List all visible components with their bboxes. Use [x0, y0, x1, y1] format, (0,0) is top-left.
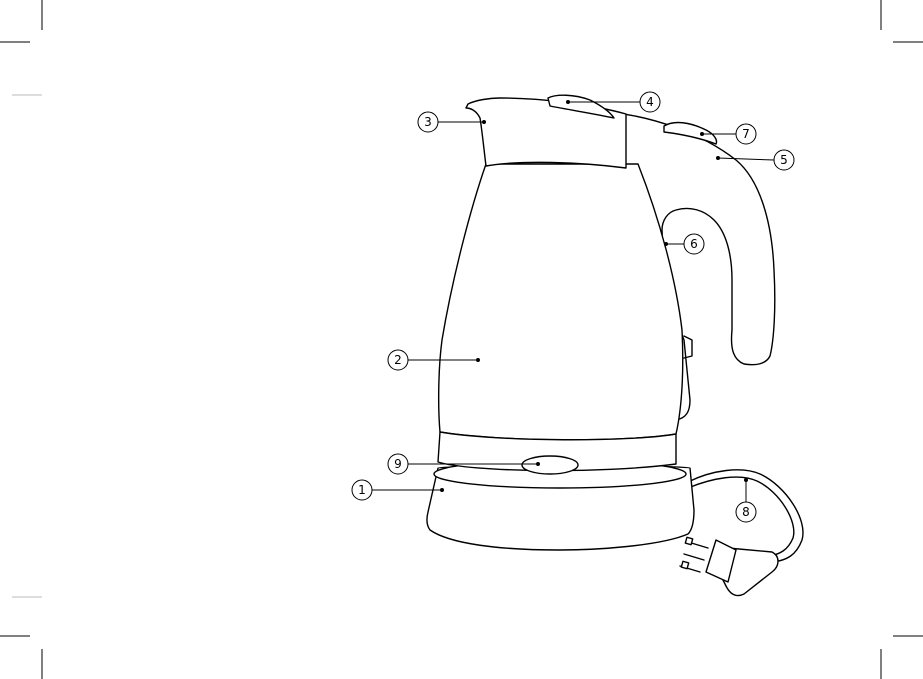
- callout-8: 8: [736, 478, 756, 522]
- callout-7-number: 7: [742, 127, 750, 141]
- indicator-light: [522, 456, 578, 474]
- callout-4-number: 4: [646, 95, 654, 109]
- callout-3: 3: [418, 112, 486, 132]
- callout-1: 1: [352, 480, 444, 500]
- callout-8-number: 8: [742, 505, 750, 519]
- callout-5-number: 5: [780, 153, 788, 167]
- callout-1-number: 1: [358, 483, 366, 497]
- kettle-body: [438, 164, 683, 474]
- callout-6-number: 6: [690, 237, 698, 251]
- power-plug: [680, 537, 778, 595]
- callout-3-number: 3: [424, 115, 432, 129]
- callout-9-number: 9: [394, 457, 402, 471]
- callout-6: 6: [664, 234, 704, 254]
- callout-2-number: 2: [394, 353, 402, 367]
